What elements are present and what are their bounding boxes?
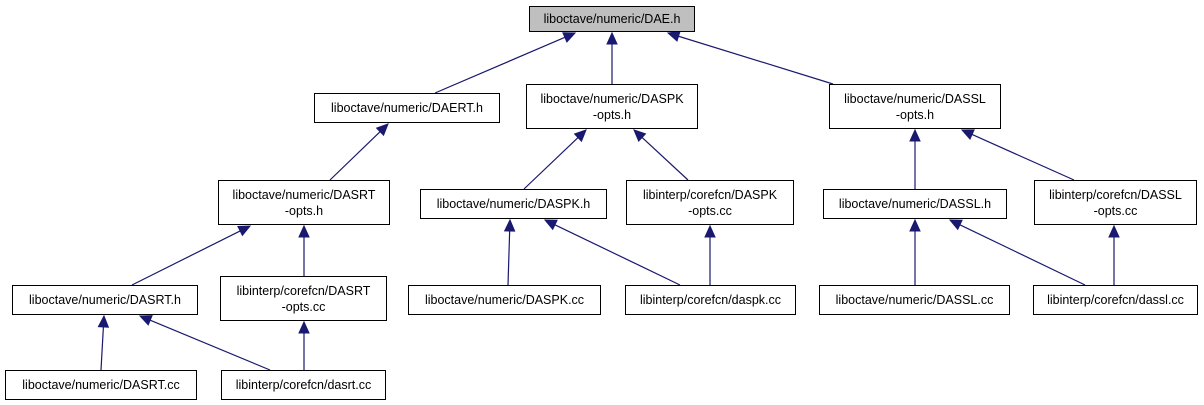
node-interp-dassl-opts-cc[interactable]: libinterp/corefcn/DASSL -opts.cc [1034, 180, 1197, 225]
arrowhead-icon [948, 219, 963, 231]
arrowhead-icon [138, 315, 153, 326]
node-label-line: liboctave/numeric/DASPK.h [436, 197, 591, 211]
edge-line [329, 131, 381, 181]
edge-dasrt_cc-to-dasrt_h [97, 314, 110, 371]
node-dassl-cc[interactable]: liboctave/numeric/DASSL.cc [819, 285, 1010, 315]
edge-dassl_h-to-dassl_opts_h [909, 128, 921, 189]
node-label-line: libinterp/corefcn/DASPK [642, 187, 778, 202]
node-label-line: liboctave/numeric/DASSL.cc [835, 293, 994, 307]
edge-line [959, 224, 1086, 286]
node-label-line: -opts.cc [281, 299, 326, 314]
arrowhead-icon [666, 30, 681, 42]
arrowhead-icon [960, 129, 975, 140]
node-daspk-opts-h[interactable]: liboctave/numeric/DASPK -opts.h [526, 84, 698, 129]
arrowhead-icon [97, 314, 110, 328]
node-dassl-h[interactable]: liboctave/numeric/DASSL.h [823, 189, 1007, 219]
node-dae-h: liboctave/numeric/DAE.h [529, 6, 695, 32]
arrowhead-icon [1108, 224, 1120, 238]
edge-line [971, 133, 1075, 181]
node-dassl-opts-h[interactable]: liboctave/numeric/DASSL -opts.h [829, 84, 1001, 129]
node-label-line: -opts.h [284, 203, 324, 218]
edge-interp_dassl_cc-to-dassl_h [948, 219, 1086, 286]
edge-line [100, 326, 104, 371]
node-label-line: -opts.h [592, 107, 632, 122]
node-daert-h[interactable]: liboctave/numeric/DAERT.h [314, 93, 500, 123]
arrowhead-icon [909, 128, 921, 142]
edge-line [641, 137, 689, 181]
edge-interp_dasrt_cc-to-dasrt_h [138, 315, 271, 371]
arrowhead-icon [606, 31, 618, 45]
node-label-line: liboctave/numeric/DAERT.h [331, 101, 483, 115]
edge-line [507, 230, 511, 286]
node-daspk-h[interactable]: liboctave/numeric/DASPK.h [420, 189, 607, 219]
edge-dassl_cc-to-dassl_h [909, 218, 921, 285]
node-label-line: liboctave/numeric/DASPK.cc [424, 293, 585, 307]
node-label-line: liboctave/numeric/DASRT.cc [22, 378, 180, 392]
node-label-line: liboctave/numeric/DAE.h [543, 12, 681, 26]
arrowhead-icon [375, 123, 389, 137]
edge-interp_dasrt_cc-to-interp_dasrt_opts [298, 320, 310, 370]
arrowhead-icon [298, 224, 310, 238]
node-interp-dasrt-cc[interactable]: libinterp/corefcn/dasrt.cc [221, 370, 386, 400]
node-label-line: libinterp/corefcn/dassl.cc [1047, 293, 1184, 307]
arrowhead-icon [909, 218, 921, 232]
node-label-line: liboctave/numeric/DASPK [540, 91, 684, 106]
edge-interp_dassl_cc-to-interp_dassl_opts [1108, 224, 1120, 285]
arrowhead-icon [503, 218, 516, 232]
arrowhead-icon [237, 225, 252, 237]
arrowhead-icon [543, 219, 558, 231]
node-label-line: -opts.cc [688, 203, 732, 218]
node-label-line: liboctave/numeric/DASRT [232, 187, 376, 202]
node-label-line: liboctave/numeric/DASRT.h [29, 293, 181, 307]
edge-daspk_cc-to-daspk_h [503, 218, 516, 286]
edge-dasrt_h-to-dasrt_opts_h [131, 225, 252, 286]
node-interp-daspk-opts-cc[interactable]: libinterp/corefcn/DASPK -opts.cc [626, 180, 794, 225]
node-interp-daspk-cc[interactable]: libinterp/corefcn/daspk.cc [625, 285, 796, 315]
arrowhead-icon [573, 129, 587, 143]
edge-daspk_opts_h-to-dae_h [606, 31, 618, 84]
edge-line [131, 230, 241, 286]
node-interp-dasrt-opts-cc[interactable]: libinterp/corefcn/DASRT -opts.cc [220, 276, 387, 321]
edge-interp_dassl_opts-to-dassl_opts_h [960, 129, 1075, 181]
node-label-line: -opts.h [895, 107, 935, 122]
edge-interp_daspk_cc-to-interp_daspk_opts [704, 224, 716, 285]
edge-line [554, 224, 681, 286]
arrowhead-icon [633, 129, 647, 143]
edge-interp_dasrt_opts-to-dasrt_opts_h [298, 224, 310, 276]
edge-line [523, 137, 579, 190]
node-label-line: liboctave/numeric/DASSL.h [838, 197, 992, 211]
edge-line [434, 36, 566, 94]
node-dasrt-h[interactable]: liboctave/numeric/DASRT.h [12, 285, 198, 315]
node-label-line: liboctave/numeric/DASSL [844, 91, 986, 106]
arrowhead-icon [704, 224, 716, 238]
node-label-line: -opts.cc [1093, 203, 1138, 218]
edge-interp_daspk_cc-to-daspk_h [543, 219, 681, 286]
edge-dasrt_opts_h-to-daert_h [329, 123, 389, 181]
node-interp-dassl-cc[interactable]: libinterp/corefcn/dassl.cc [1033, 285, 1198, 315]
node-daspk-cc[interactable]: liboctave/numeric/DASPK.cc [408, 285, 601, 315]
arrowhead-icon [562, 32, 577, 43]
node-label-line: libinterp/corefcn/DASRT [236, 283, 371, 298]
edge-dassl_opts_h-to-dae_h [666, 30, 834, 85]
node-dasrt-opts-h[interactable]: liboctave/numeric/DASRT -opts.h [218, 180, 390, 225]
arrowhead-icon [298, 320, 310, 334]
edge-line [149, 319, 271, 371]
edge-interp_daspk_opts-to-daspk_opts_h [633, 129, 689, 181]
edge-daspk_h-to-daspk_opts_h [523, 129, 587, 190]
node-label-line: libinterp/corefcn/DASSL [1049, 187, 1182, 202]
edge-line [678, 35, 834, 85]
node-label-line: libinterp/corefcn/dasrt.cc [235, 378, 372, 392]
edge-daert_h-to-dae_h [434, 32, 577, 94]
node-label-line: libinterp/corefcn/daspk.cc [639, 293, 782, 307]
node-dasrt-cc[interactable]: liboctave/numeric/DASRT.cc [5, 370, 197, 400]
